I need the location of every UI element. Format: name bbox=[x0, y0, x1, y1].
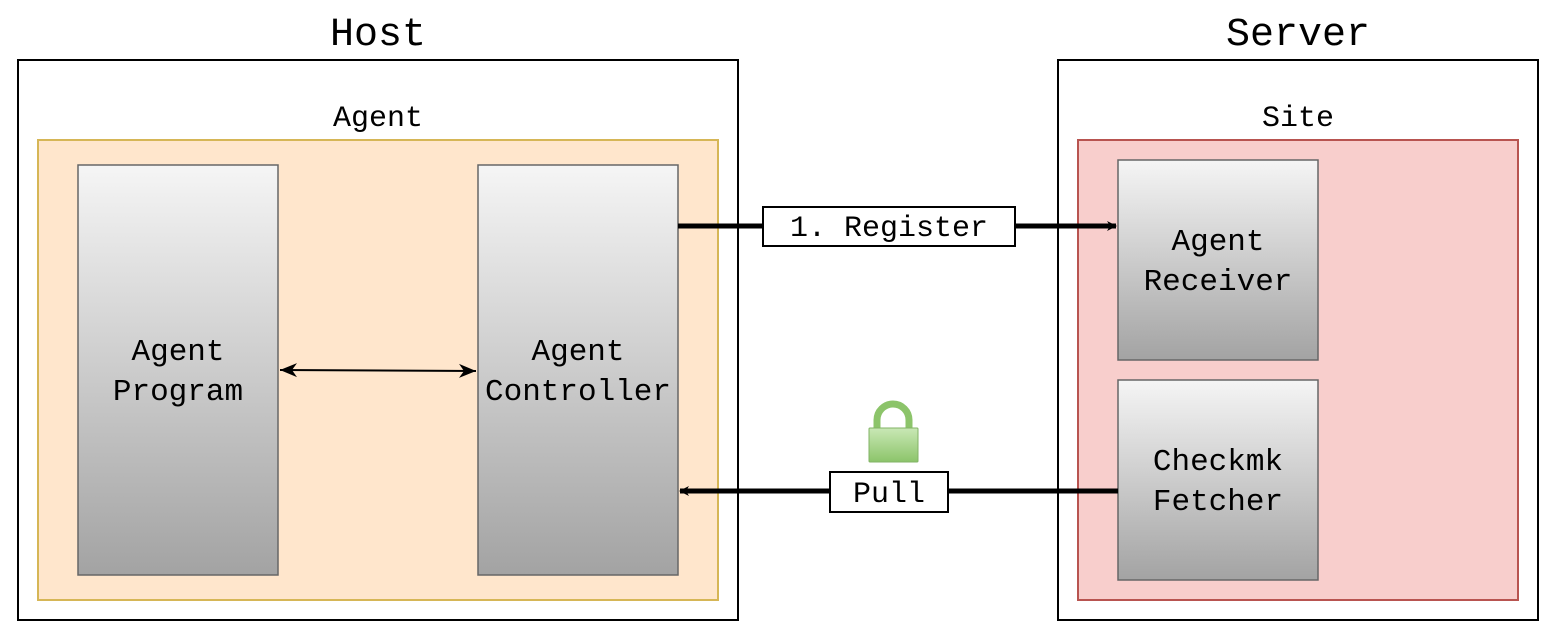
site-group-label: Site bbox=[1262, 102, 1334, 136]
pull-edge[interactable]: Pull bbox=[679, 471, 1118, 513]
host-title: Host bbox=[330, 13, 426, 58]
checkmk-fetcher-label-line1: Checkmk bbox=[1153, 445, 1283, 480]
program-controller-connector[interactable] bbox=[279, 363, 477, 378]
pull-label: Pull bbox=[853, 478, 925, 512]
server-title: Server bbox=[1226, 13, 1370, 58]
agent-program-label-line1: Agent bbox=[131, 335, 224, 370]
checkmk-fetcher-label-line2: Fetcher bbox=[1153, 485, 1283, 520]
register-label: 1. Register bbox=[790, 212, 988, 246]
agent-controller-node[interactable]: Agent Controller bbox=[477, 164, 679, 576]
lock-icon bbox=[868, 400, 919, 463]
agent-receiver-label-line1: Agent bbox=[1171, 225, 1264, 260]
pull-label-box bbox=[829, 471, 949, 513]
register-label-box bbox=[762, 206, 1016, 247]
agent-program-node[interactable]: Agent Program bbox=[77, 164, 279, 576]
agent-receiver-node[interactable]: Agent Receiver bbox=[1117, 159, 1319, 361]
agent-controller-label-line1: Agent bbox=[531, 335, 624, 370]
agent-controller-label-line2: Controller bbox=[485, 375, 671, 410]
checkmk-fetcher-node[interactable]: Checkmk Fetcher bbox=[1117, 379, 1319, 581]
agent-group-label: Agent bbox=[333, 102, 423, 136]
agent-program-label-line2: Program bbox=[113, 375, 243, 410]
register-edge[interactable]: 1. Register bbox=[678, 206, 1117, 247]
agent-receiver-label-line2: Receiver bbox=[1144, 265, 1293, 300]
